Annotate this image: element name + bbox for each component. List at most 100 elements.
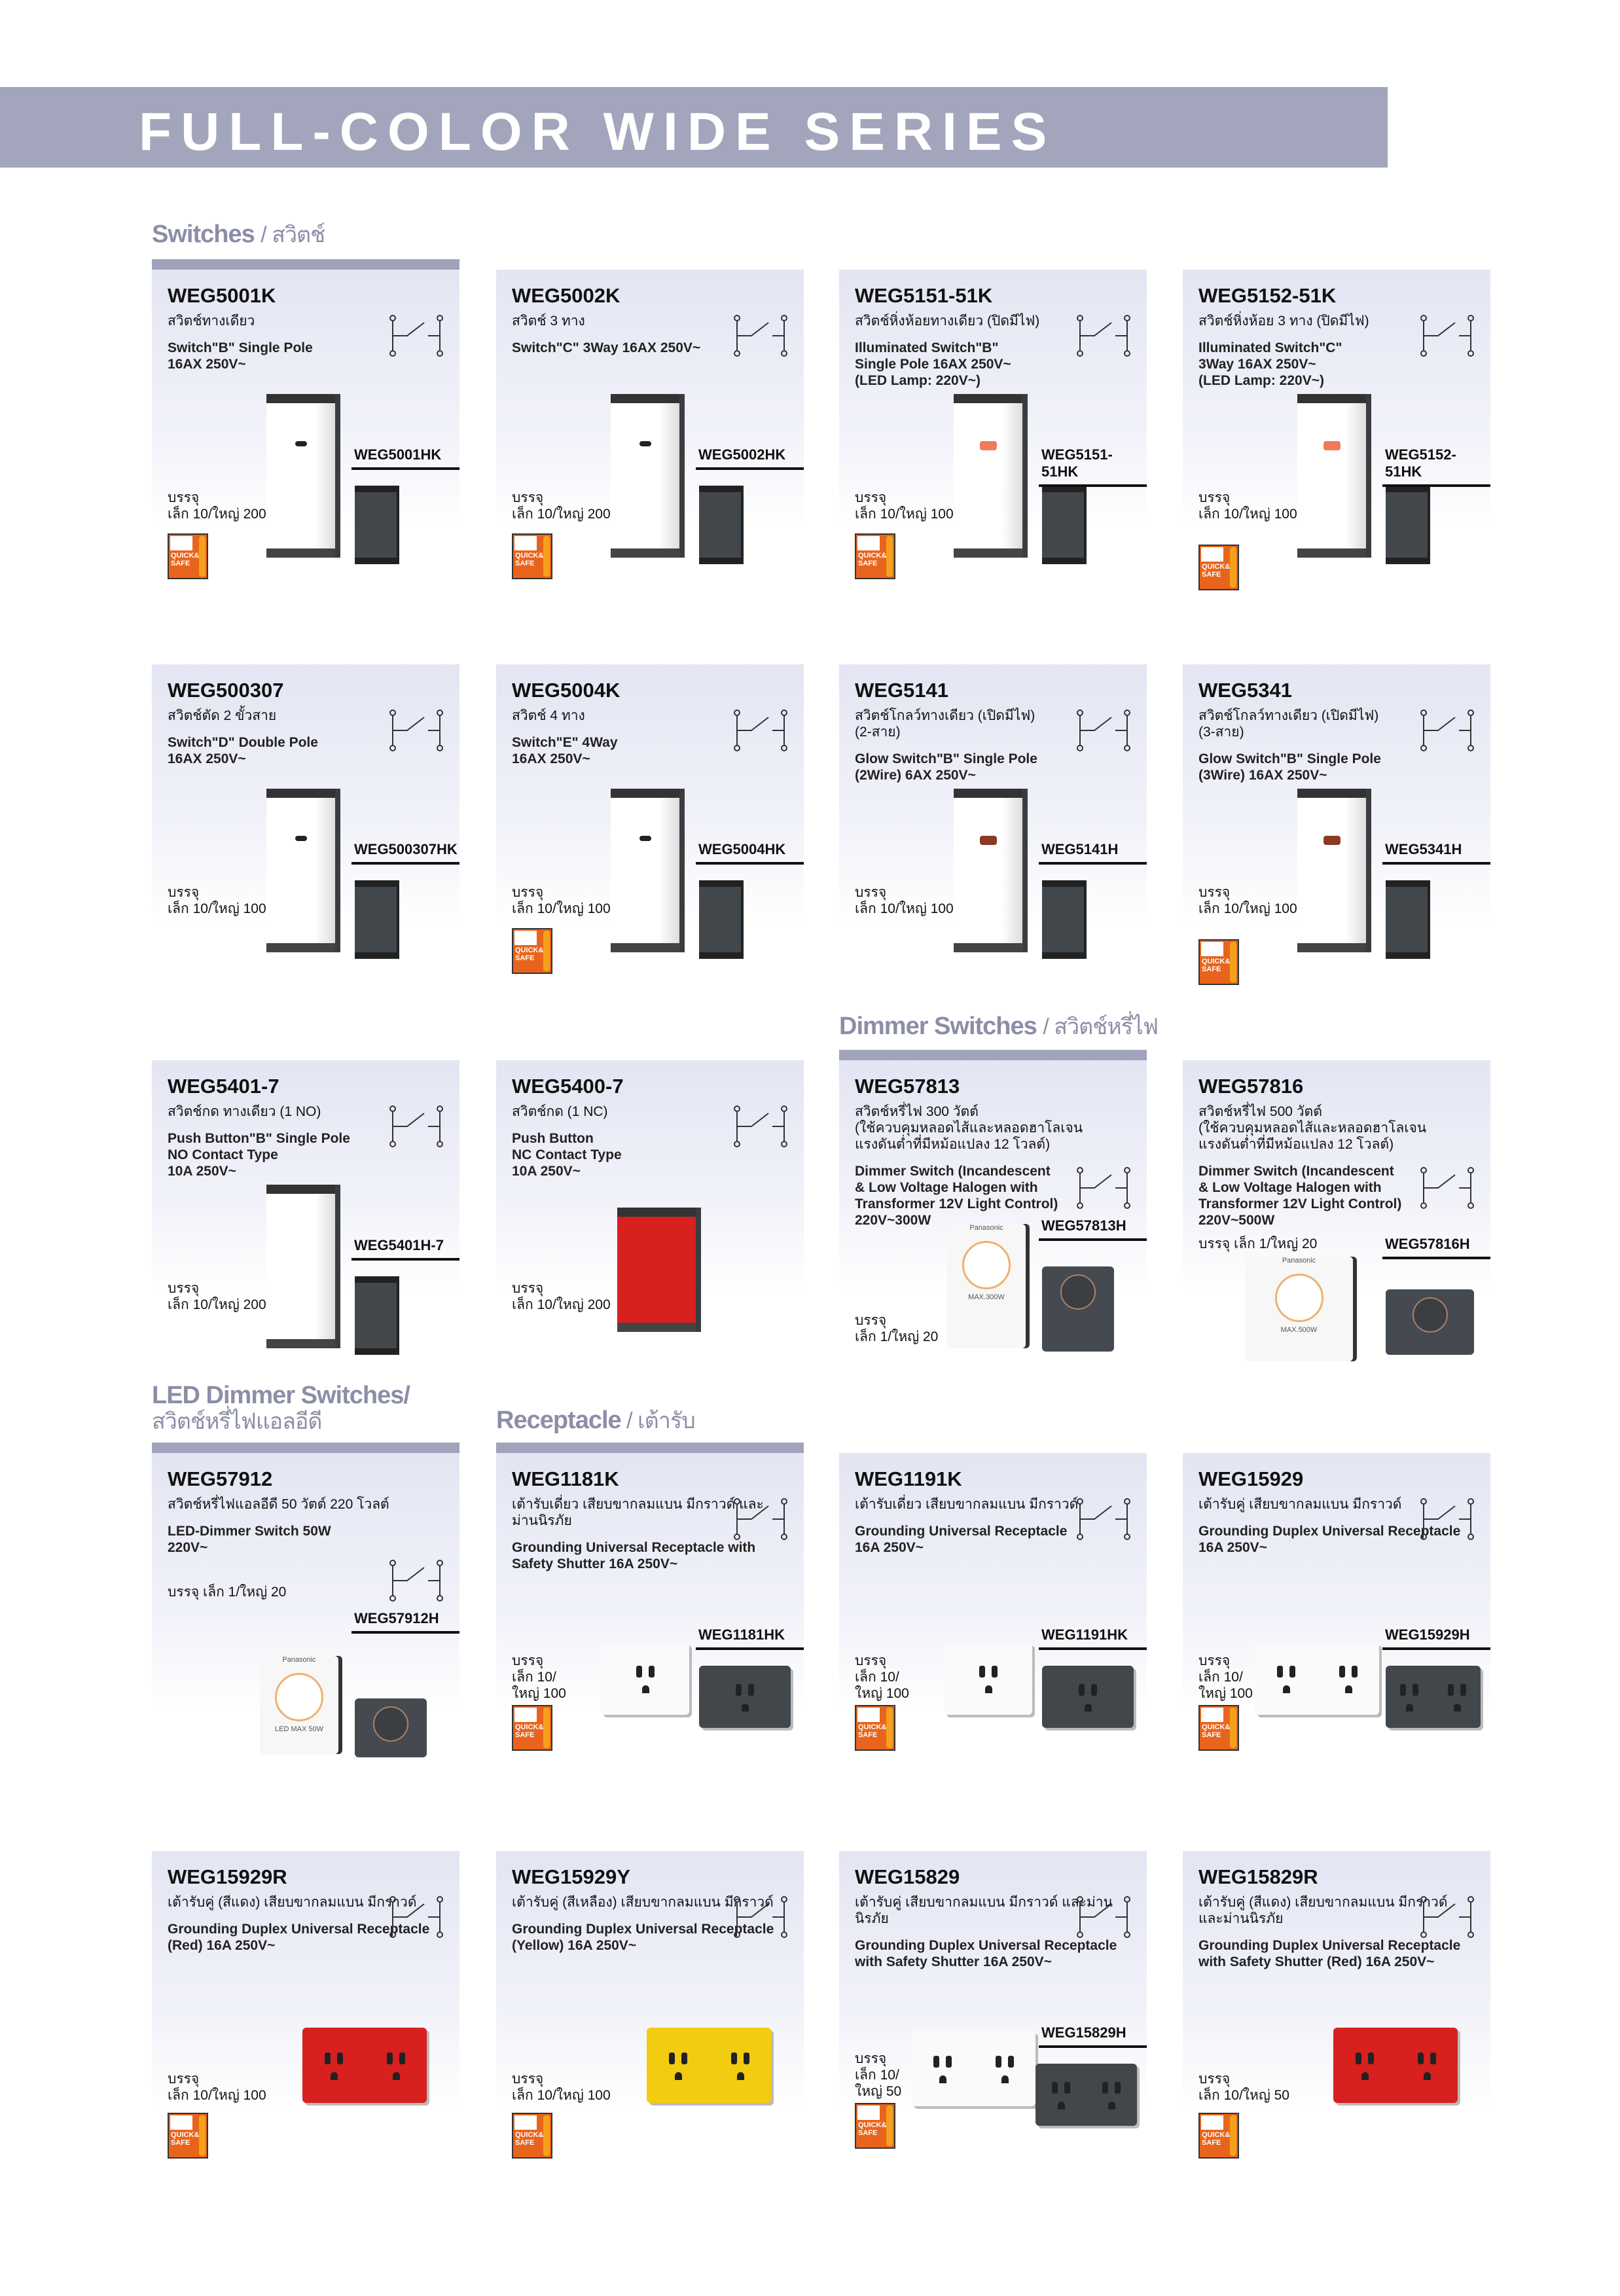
white-receptacle-image: [911, 2031, 1035, 2106]
socket-hole: [977, 1663, 999, 1695]
circuit-symbol-icon: [1418, 1165, 1476, 1211]
spec-line: Illuminated Switch"B": [855, 340, 999, 355]
thai-description: สวิตช์ทางเดียว: [168, 313, 444, 329]
alt-model-number: WEG5004HK: [696, 841, 804, 865]
spec-line: 220V~: [168, 1540, 208, 1555]
section-title: Dimmer Switches: [839, 1013, 1037, 1040]
thai-line: สวิตช์โกลว์ทางเดียว (เปิดมีไฟ): [855, 708, 1035, 723]
thai-line: (3-สาย): [1198, 725, 1244, 740]
spec-line: 16A 250V~: [855, 1540, 924, 1555]
alt-model-number: WEG57813H: [1039, 1217, 1147, 1241]
spec-line: 16AX 250V~: [168, 357, 246, 372]
spec-line: Illuminated Switch"C": [1198, 340, 1342, 355]
quick-safe-badge: QUICK& SAFE: [855, 533, 895, 579]
spec-line: Switch"B" Single Pole: [168, 340, 313, 355]
pack-line: ใหญ่ 100: [1198, 1686, 1253, 1701]
spec-line: with Safety Shutter (Red) 16A 250V~: [1198, 1954, 1435, 1969]
packing-quantity: บรรจุเล็ก 10/ใหญ่ 50: [855, 2051, 901, 2100]
pack-line: บรรจุ: [1198, 490, 1231, 505]
circuit-symbol-icon: [387, 1558, 445, 1604]
socket-hole: [994, 2053, 1016, 2085]
model-number: WEG5002K: [512, 284, 621, 307]
pack-line: เล็ก 10/: [512, 1670, 556, 1685]
section-receptacle: Receptacle / เต้ารับ: [496, 1407, 696, 1434]
pack-line: บรรจุ: [512, 490, 544, 505]
alt-model-number: WEG1181HK: [696, 1626, 804, 1650]
socket-hole: [1337, 1663, 1359, 1695]
spec-line: NC Contact Type: [512, 1147, 622, 1162]
circuit-symbol-icon: [732, 1496, 789, 1542]
pack-line: เล็ก 10/ใหญ่ 200: [168, 507, 266, 522]
pack-line: บรรจุ เล็ก 1/ใหญ่ 20: [1198, 1236, 1318, 1251]
dark-switch-image: [1386, 880, 1428, 959]
white-switch-image: [954, 394, 1022, 558]
indicator-mark: [639, 441, 651, 446]
thai-description: สวิตช์หรี่ไฟแอลอีดี 50 วัตต์ 220 โวลต์: [168, 1496, 444, 1513]
pack-line: บรรจุ: [168, 2072, 200, 2087]
thai-line: สวิตช์หรี่ไฟ 300 วัตต์: [855, 1104, 979, 1119]
card-text: WEG1181K เต้ารับเดี่ยว เสียบขากลมแบน มีกร…: [512, 1466, 788, 1572]
model-number: WEG15829: [855, 1865, 960, 1888]
thai-description: สวิตช์หรี่ไฟ 300 วัตต์(ใช้ควบคุมหลอดไส้แ…: [855, 1103, 1131, 1153]
model-number: WEG15829R: [1198, 1865, 1318, 1888]
socket-hole: [1275, 1663, 1297, 1695]
quick-safe-badge: QUICK& SAFE: [1198, 545, 1239, 590]
circuit-symbol-icon: [1075, 313, 1132, 359]
circuit-symbol-icon: [1418, 1894, 1476, 1940]
thai-description: สวิตช์โกลว์ทางเดียว (เปิดมีไฟ)(2-สาย): [855, 708, 1131, 740]
white-receptacle-image: [601, 1643, 689, 1715]
white-switch-image: [1297, 394, 1366, 558]
section-title-thai: / สวิตช์หรี่ไฟ: [1043, 1014, 1159, 1039]
spec-line: Transformer 12V Light Control): [855, 1196, 1058, 1211]
quick-safe-badge: QUICK& SAFE: [168, 2113, 208, 2159]
thai-line: สวิตช์ตัด 2 ขั้วสาย: [168, 708, 277, 723]
quick-safe-badge: QUICK& SAFE: [855, 1705, 895, 1751]
thai-line: เต้ารับคู่ (สีเหลือง) เสียบขากลมแบน มีกร…: [512, 1895, 774, 1910]
circuit-symbol-icon: [1418, 1496, 1476, 1542]
packing-quantity: บรรจุเล็ก 10/ใหญ่ 100: [168, 884, 266, 917]
alt-model-number: WEG5151-51HK: [1039, 446, 1147, 487]
max-label: LED MAX 50W: [275, 1725, 323, 1733]
series-title: FULL-COLOR WIDE SERIES: [139, 102, 1056, 162]
spec-line: NO Contact Type: [168, 1147, 278, 1162]
thai-description: สวิตช์กด (1 NC): [512, 1103, 788, 1120]
dark-switch-image: [355, 486, 397, 564]
thai-description: สวิตช์ตัด 2 ขั้วสาย: [168, 708, 444, 724]
packing-quantity: บรรจุเล็ก 10/ใหญ่ 200: [168, 490, 266, 522]
model-number: WEG1181K: [512, 1467, 619, 1490]
spec-line: Grounding Duplex Universal Receptacle: [168, 1922, 430, 1937]
pack-line: บรรจุ: [855, 1653, 887, 1668]
spec-description: Switch"C" 3Way 16AX 250V~: [512, 340, 788, 356]
thai-line: (ใช้ควบคุมหลอดไส้และหลอดฮาโลเจน: [1198, 1121, 1427, 1136]
model-number: WEG15929Y: [512, 1865, 630, 1888]
pack-line: เล็ก 10/ใหญ่ 100: [1198, 901, 1297, 916]
socket-hole: [385, 2050, 407, 2081]
model-number: WEG15929R: [168, 1865, 287, 1888]
pack-line: บรรจุ: [1198, 2072, 1231, 2087]
spec-description: Dimmer Switch (Incandescent& Low Voltage…: [1198, 1163, 1475, 1229]
pack-line: บรรจุ: [512, 885, 544, 900]
packing-quantity: บรรจุเล็ก 10/ใหญ่ 100: [1198, 1653, 1253, 1702]
section-title: Receptacle: [496, 1407, 622, 1434]
thai-description: สวิตช์ 4 ทาง: [512, 708, 788, 724]
pack-line: บรรจุ: [512, 1281, 544, 1296]
section-led-dimmer: LED Dimmer Switches/สวิตช์หรี่ไฟแอลอีดี: [152, 1382, 410, 1435]
pack-line: บรรจุ เล็ก 1/ใหญ่ 20: [168, 1585, 287, 1600]
thai-line: เต้ารับคู่ (สีแดง) เสียบขากลมแบน มีกราวด…: [1198, 1895, 1448, 1910]
thai-line: เต้ารับเดี่ยว เสียบขากลมแบน มีกราวด์ และ…: [512, 1497, 764, 1528]
